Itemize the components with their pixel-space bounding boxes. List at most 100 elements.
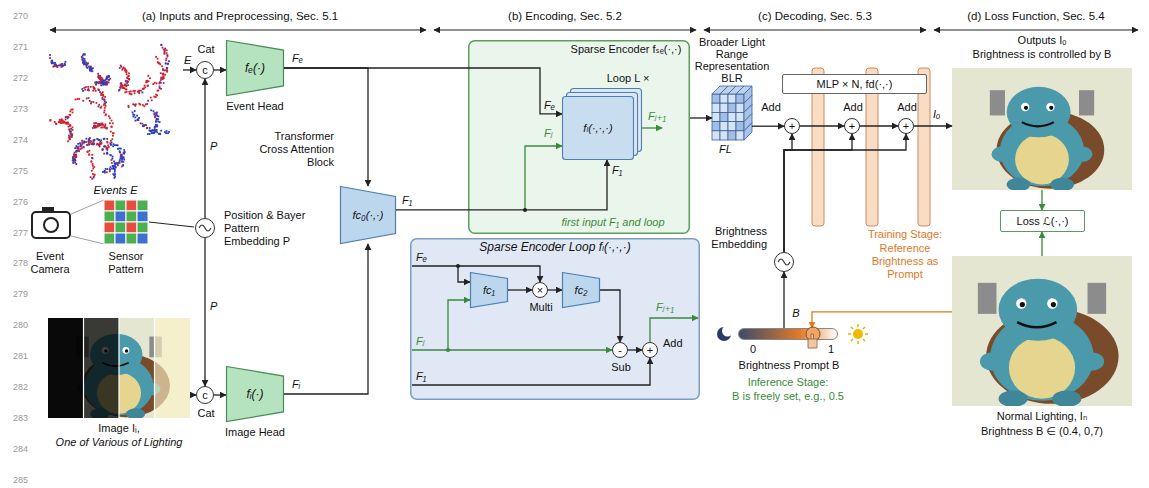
multiply-node: ×Multi <box>532 282 548 298</box>
signal-name: FL <box>719 143 743 156</box>
connector-arrow <box>800 125 844 126</box>
node-shape <box>775 253 795 273</box>
reference-image: Normal Lighting, IₙBrightness B ∈ (0.4, … <box>952 256 1132 406</box>
leader-line <box>149 222 194 227</box>
icon-label: Sensor Pattern <box>101 250 151 276</box>
loss-box: Loss ℒ(·,·) <box>1000 210 1085 232</box>
image-head: fᵢ(·)Image Head <box>226 366 284 422</box>
node-caption: Sparse Encoder Loop fₗ(·,·,·) <box>450 241 660 254</box>
signal-name: Fⱼ₊₁ <box>648 110 678 123</box>
connector-arrow <box>1041 190 1042 210</box>
connector-arrow <box>752 126 784 127</box>
event-frame: Events E <box>48 40 183 180</box>
line-number: 284 <box>2 444 28 455</box>
embedding-node: Position & Bayer Pattern Embedding P <box>195 218 215 238</box>
node-text: MLP × N, fd(·,·) <box>817 78 893 91</box>
line-number: 282 <box>2 382 28 393</box>
signal-line <box>412 349 612 350</box>
toy-photo <box>48 318 190 418</box>
junction-dot <box>456 264 460 268</box>
node-caption: Add <box>837 101 869 114</box>
connector-arrow <box>783 272 784 328</box>
line-number: 283 <box>2 413 28 424</box>
event-picture <box>48 40 183 180</box>
connector-arrow <box>284 68 368 186</box>
line-number: 278 <box>2 258 28 269</box>
subtract-node: -Sub <box>612 342 628 358</box>
node-caption: One of Various of Lighting <box>38 436 200 449</box>
stage-note: Training Stage: <box>862 228 948 241</box>
signal-name: Fₑ <box>416 251 434 264</box>
signal-line <box>458 266 470 282</box>
blr-cube-drawing <box>712 86 752 140</box>
node-caption: 0 <box>747 343 759 356</box>
edge-label: Iₒ <box>933 108 940 121</box>
edge-label: P <box>210 140 217 153</box>
edge-label: F₁ <box>402 194 412 207</box>
sun-icon <box>848 324 868 344</box>
node-caption: Loop L × <box>588 72 668 85</box>
signal-name: Fⱼ₊₁ <box>656 301 686 314</box>
section-header: (a) Inputs and Preprocessing, Sec. 5.1 <box>40 10 440 23</box>
node-caption: Brightness Embedding <box>697 225 767 251</box>
edge-label: Fₑ <box>292 52 303 65</box>
node-caption: Events E <box>48 184 183 197</box>
node-caption: Cat <box>193 407 219 420</box>
connector-arrow <box>600 290 620 342</box>
line-number: 270 <box>2 11 28 22</box>
node-shape <box>739 329 839 341</box>
line-number: 285 <box>2 475 28 486</box>
signal-name: F₁ <box>612 164 630 177</box>
signal-name: F₁ <box>416 370 434 383</box>
container-panel <box>469 41 690 234</box>
section-arrow <box>434 30 696 31</box>
node-text: c <box>202 389 208 402</box>
signal-name: Fⱼ <box>544 127 562 140</box>
junction-dot <box>446 348 450 352</box>
section-arrow <box>50 30 426 31</box>
line-number: 281 <box>2 351 28 362</box>
loop-output-line <box>642 127 662 128</box>
image-frame: Image Iᵢ,One of Various of Lighting <box>48 318 190 418</box>
brightness-embedding: Brightness Embedding <box>774 252 794 272</box>
node-text: fc₁ <box>483 284 495 297</box>
line-number: 279 <box>2 289 28 300</box>
node-caption: Image Iᵢ, <box>38 422 200 435</box>
node-caption: Cat <box>193 43 219 56</box>
signal-line <box>448 300 470 350</box>
section-header: (d) Loss Function, Sec. 5.4 <box>930 10 1142 23</box>
node-text: + <box>903 120 909 133</box>
connector-arrow <box>860 125 898 126</box>
blr-cube: Broader Light Range Representation BLR <box>712 94 752 140</box>
connector-arrow <box>183 69 196 70</box>
stage-note: Reference Brightness as Prompt <box>862 242 948 281</box>
loop-stack: fₗ(·,·,·) <box>562 96 634 160</box>
connector-arrow <box>204 79 205 218</box>
concat-node: cCat <box>196 386 214 404</box>
connector-arrow <box>548 289 562 290</box>
node-text: × <box>537 284 543 297</box>
event-head: fₑ(·)Event Head <box>226 40 284 96</box>
connector-arrow <box>214 394 226 395</box>
node-caption: Transformer Cross Attention Block <box>246 130 334 169</box>
line-number: 271 <box>2 42 28 53</box>
sparse-encoder: fₗ(·,·,·)Sparse Encoder fₛₑ(·,·)Loop L ×… <box>468 40 690 234</box>
section-arrow <box>704 30 926 31</box>
moon-icon <box>717 326 733 342</box>
loop-layer: fc₁ <box>470 272 508 308</box>
section-arrow <box>934 30 1138 31</box>
node-caption: Add <box>663 337 693 350</box>
connector-arrow <box>812 312 952 328</box>
section-header: (c) Decoding, Sec. 5.3 <box>700 10 930 23</box>
node-caption: Multi <box>521 301 561 314</box>
connector-arrow <box>1041 232 1042 256</box>
line-number: 272 <box>2 73 28 84</box>
node-text: + <box>789 120 795 133</box>
signal-name: Fⱼ <box>416 335 434 348</box>
output-image: Outputs IₒBrightness is controlled by B <box>952 68 1132 190</box>
concat-node: Catc <box>196 61 214 79</box>
line-number: 275 <box>2 166 28 177</box>
node-text: fₑ(·) <box>245 62 265 75</box>
bayer-grid <box>104 200 148 244</box>
cross-attention-block: Transformer Cross Attention Blockfc₀(·,·… <box>340 186 396 244</box>
